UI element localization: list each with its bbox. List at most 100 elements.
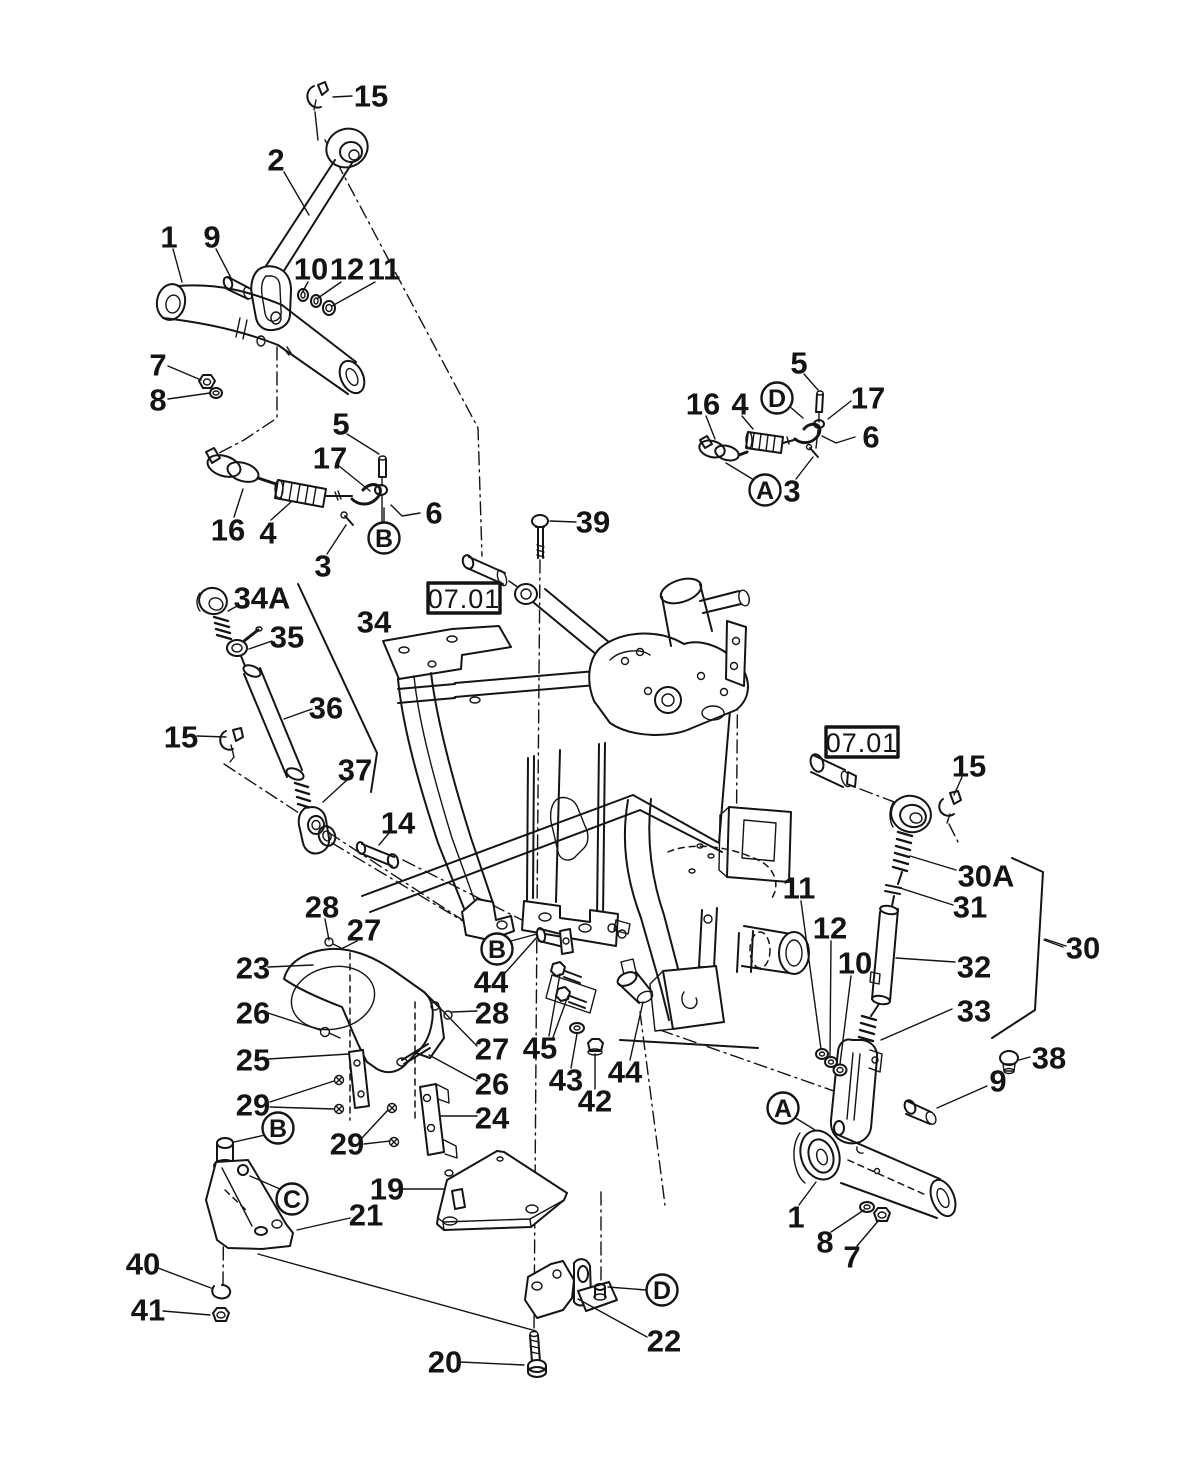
screws-29 [333,1074,400,1148]
view-circle-A [766,1091,800,1125]
leader-line [551,995,569,1041]
view-letter-B: B [488,936,506,964]
leader-line [269,1080,335,1103]
callout-45: 45 [523,1031,557,1066]
ref-box-label: 07.01 [826,728,899,758]
leader-line [269,1106,335,1110]
callout-4: 4 [259,516,277,551]
callout-31: 31 [953,890,987,925]
callout-6: 6 [862,420,879,455]
view-circle-C [275,1182,309,1216]
leader-line [436,1004,478,1047]
plate-19 [436,1150,568,1231]
cover-and-plates [283,937,458,1159]
callout-16: 16 [211,513,245,548]
leader-line [215,248,232,279]
leader-line [788,405,804,419]
leader-line [322,779,348,803]
leader-line [249,1175,281,1190]
leader-line [331,281,376,307]
callout-7: 7 [149,348,166,383]
leader-line [548,973,561,1037]
leader-line [317,281,342,299]
callout-29: 29 [330,1127,364,1162]
callout-8: 8 [816,1225,833,1260]
callout-22: 22 [647,1324,681,1359]
callout-35: 35 [270,620,304,655]
leader-line [302,281,309,292]
view-circle-D [760,381,794,415]
leader-line [725,462,755,481]
lower-link-right-1 [793,1129,957,1222]
callout-34: 34 [357,605,392,640]
callout-11: 11 [783,871,816,906]
leader-line [428,1054,478,1082]
leader-line [953,776,963,796]
leader-line [705,415,716,440]
callout-1: 1 [160,220,177,255]
leader-line [795,456,814,480]
callout-15: 15 [164,720,198,755]
callout-21: 21 [349,1198,383,1233]
leader-line [570,1033,578,1069]
callout-27: 27 [347,913,381,948]
leader-line [1018,1056,1031,1061]
leader-line [332,95,353,98]
leader-line [340,940,358,950]
pins-and-hardware-44 [535,919,654,1056]
leader-line [363,1140,391,1145]
callout-7: 7 [843,1240,860,1275]
callout-25: 25 [236,1043,270,1078]
callout-4: 4 [731,387,749,422]
callout-36: 36 [309,691,343,726]
leader-line [741,415,754,430]
lower-link-left-1 [155,276,366,399]
leader-line [1044,938,1067,947]
callout-1: 1 [787,1200,804,1235]
view-circle-B [480,932,514,966]
callout-17: 17 [313,441,347,476]
leader-line [270,501,292,521]
leader-line [830,1209,865,1233]
view-letter-C: C [283,1186,301,1214]
lift-rod-assembly-30 [809,753,1064,1145]
callout-11: 11 [368,252,401,287]
leader-line [378,832,390,846]
leader-line [607,1286,647,1291]
callout-34A: 34A [234,581,291,616]
view-letter-B: B [375,525,393,553]
callout-41: 41 [131,1293,165,1328]
view-circle-B [261,1111,295,1145]
leader-line [267,1012,321,1031]
callout-19: 19 [370,1172,404,1207]
callout-9: 9 [203,220,220,255]
leader-line [267,1053,350,1060]
leader-line [227,604,240,612]
leader-line [459,1361,525,1366]
leader-line [167,365,202,381]
callout-29: 29 [236,1088,270,1123]
ref-box [824,725,900,759]
leader-line [326,524,347,555]
leader-line [936,1085,988,1109]
callout-30A: 30A [958,859,1015,894]
leader-line [361,1109,389,1139]
callout-9: 9 [989,1064,1006,1099]
leader-line [839,975,852,1065]
leader-line [338,465,371,492]
callout-38: 38 [1032,1041,1066,1076]
leader-line [504,935,539,974]
callout-17: 17 [851,381,885,416]
callout-5: 5 [332,407,349,442]
leader-line [248,640,273,650]
view-letter-A: A [756,477,774,505]
ref-box [426,581,502,615]
stabilizer-turnbuckle-right [698,390,825,462]
hydraulic-lift-unit [461,514,750,736]
view-circle-B [367,521,401,555]
callout-16: 16 [686,387,720,422]
callout-27: 27 [475,1032,509,1067]
callout-28: 28 [475,996,509,1031]
callout-6: 6 [425,496,442,531]
